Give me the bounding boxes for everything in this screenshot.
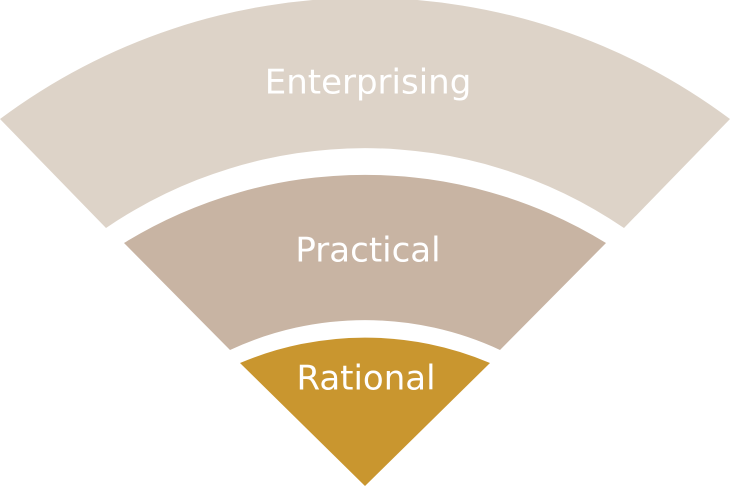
- band-enterprising: [0, 0, 730, 228]
- band-rational: [240, 337, 490, 486]
- band-label-practical: Practical: [295, 231, 440, 271]
- band-practical: [124, 174, 606, 350]
- band-label-rational: Rational: [296, 359, 435, 399]
- band-label-enterprising: Enterprising: [265, 63, 472, 103]
